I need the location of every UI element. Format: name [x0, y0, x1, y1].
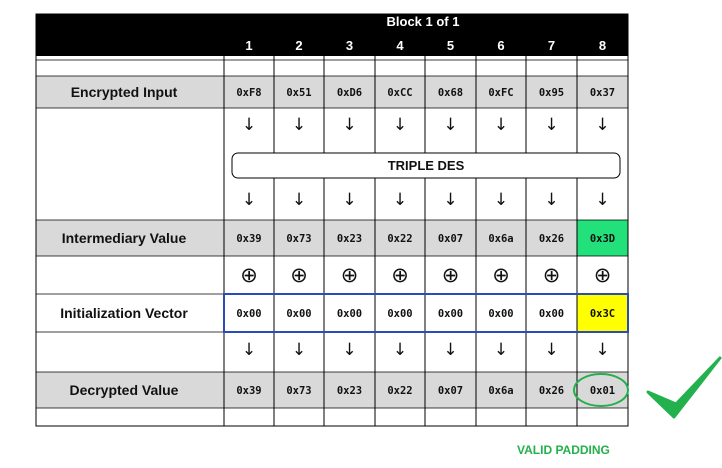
down-arrow-icon: ↓	[292, 115, 306, 135]
iv-byte-5: 0x00	[438, 308, 463, 320]
iv-byte-8: 0x3C	[590, 308, 615, 320]
down-arrow-icon: ↓	[595, 340, 609, 360]
iv-byte-3: 0x00	[337, 308, 362, 320]
grid-lines	[36, 14, 628, 426]
down-arrow-icon: ↓	[393, 340, 407, 360]
intermediary-row-bg	[36, 220, 628, 256]
encrypted-byte-4: 0xCC	[387, 87, 412, 99]
down-arrow-icon: ↓	[443, 340, 457, 360]
intermediary-byte-8: 0x3D	[590, 233, 615, 245]
encrypted-byte-6: 0xFC	[488, 87, 513, 99]
down-arrow-icon: ↓	[393, 190, 407, 210]
decrypted-value-label: Decrypted Value	[70, 382, 179, 398]
encrypted-byte-8: 0x37	[590, 87, 615, 99]
decrypted-byte-3: 0x23	[337, 385, 362, 397]
down-arrow-icon: ↓	[342, 115, 356, 135]
down-arrow-icon: ↓	[595, 115, 609, 135]
valid-padding-label: VALID PADDING	[517, 443, 610, 457]
down-arrow-icon: ↓	[494, 340, 508, 360]
padding-byte-circle	[573, 373, 629, 407]
encrypted-byte-5: 0x68	[438, 87, 463, 99]
decrypted-byte-2: 0x73	[286, 385, 311, 397]
down-arrow-icon: ↓	[342, 190, 356, 210]
column-headers: 1 2 3 4 5 6 7 8	[245, 38, 606, 53]
decrypted-byte-8: 0x01	[590, 385, 615, 397]
column-header: 6	[497, 38, 504, 53]
xor-icon: ⊕	[391, 263, 409, 287]
cell-values: 0xF8 0x51 0xD6 0xCC 0x68 0xFC 0x95 0x37 0x39 0x73…	[236, 87, 615, 397]
down-arrow-icon: ↓	[242, 115, 256, 135]
checkmark-icon	[646, 356, 722, 419]
xor-icon: ⊕	[543, 263, 561, 287]
intermediary-byte-6: 0x6a	[488, 233, 513, 245]
iv-byte-2: 0x00	[286, 308, 311, 320]
xor-icon: ⊕	[492, 263, 510, 287]
iv-highlight-cell	[577, 294, 628, 332]
xor-icon: ⊕	[290, 263, 308, 287]
iv-row-border	[223, 293, 629, 333]
down-arrow-icon: ↓	[544, 115, 558, 135]
intermediary-byte-2: 0x73	[286, 233, 311, 245]
xor-icon: ⊕	[240, 263, 258, 287]
decrypted-byte-1: 0x39	[236, 385, 261, 397]
down-arrow-icon: ↓	[544, 340, 558, 360]
iv-byte-4: 0x00	[387, 308, 412, 320]
down-arrow-icon: ↓	[242, 190, 256, 210]
down-arrow-icon: ↓	[342, 340, 356, 360]
initialization-vector-label: Initialization Vector	[60, 305, 188, 321]
down-arrow-icon: ↓	[443, 115, 457, 135]
symbol-rows: ↓ ↓ ↓ ↓ ↓ ↓ ↓ ↓ ↓ ↓ ↓ ↓ ↓ ↓ ↓ ↓ ↓ ↓ ↓ ↓ ↓ ↓ ↓ ↓ ⊕ ⊕ ⊕ ⊕ ⊕ ⊕ ⊕ ⊕	[240, 115, 611, 360]
down-arrow-icon: ↓	[494, 115, 508, 135]
xor-icon: ⊕	[442, 263, 460, 287]
iv-byte-7: 0x00	[539, 308, 564, 320]
header-bar	[36, 14, 628, 56]
intermediary-highlight-cell	[577, 220, 628, 256]
intermediary-byte-4: 0x22	[387, 233, 412, 245]
decrypted-byte-4: 0x22	[387, 385, 412, 397]
column-header: 5	[447, 38, 454, 53]
encrypted-row-bg	[36, 76, 628, 108]
encrypted-byte-1: 0xF8	[236, 87, 261, 99]
down-arrow-icon: ↓	[393, 115, 407, 135]
decrypted-byte-7: 0x26	[539, 385, 564, 397]
down-arrow-icon: ↓	[292, 340, 306, 360]
decrypted-byte-6: 0x6a	[488, 385, 513, 397]
block-title: Block 1 of 1	[387, 14, 460, 29]
triple-des-box	[231, 152, 621, 179]
decrypted-row-bg	[36, 372, 628, 408]
xor-icon: ⊕	[594, 263, 612, 287]
intermediary-byte-1: 0x39	[236, 233, 261, 245]
encrypted-byte-3: 0xD6	[337, 87, 362, 99]
triple-des-label: TRIPLE DES	[388, 158, 465, 173]
down-arrow-icon: ↓	[544, 190, 558, 210]
intermediary-byte-3: 0x23	[337, 233, 362, 245]
column-header: 3	[346, 38, 353, 53]
column-header: 2	[295, 38, 302, 53]
xor-icon: ⊕	[341, 263, 359, 287]
intermediary-value-label: Intermediary Value	[62, 230, 187, 246]
iv-byte-6: 0x00	[488, 308, 513, 320]
column-header: 8	[599, 38, 606, 53]
iv-byte-1: 0x00	[236, 308, 261, 320]
intermediary-byte-7: 0x26	[539, 233, 564, 245]
column-header: 4	[396, 38, 404, 53]
column-header: 1	[245, 38, 252, 53]
down-arrow-icon: ↓	[242, 340, 256, 360]
down-arrow-icon: ↓	[443, 190, 457, 210]
column-header: 7	[548, 38, 555, 53]
down-arrow-icon: ↓	[494, 190, 508, 210]
encrypted-byte-2: 0x51	[286, 87, 311, 99]
encrypted-input-label: Encrypted Input	[71, 84, 178, 100]
down-arrow-icon: ↓	[292, 190, 306, 210]
decrypted-byte-5: 0x07	[438, 385, 463, 397]
intermediary-byte-5: 0x07	[438, 233, 463, 245]
encrypted-byte-7: 0x95	[539, 87, 564, 99]
down-arrow-icon: ↓	[595, 190, 609, 210]
